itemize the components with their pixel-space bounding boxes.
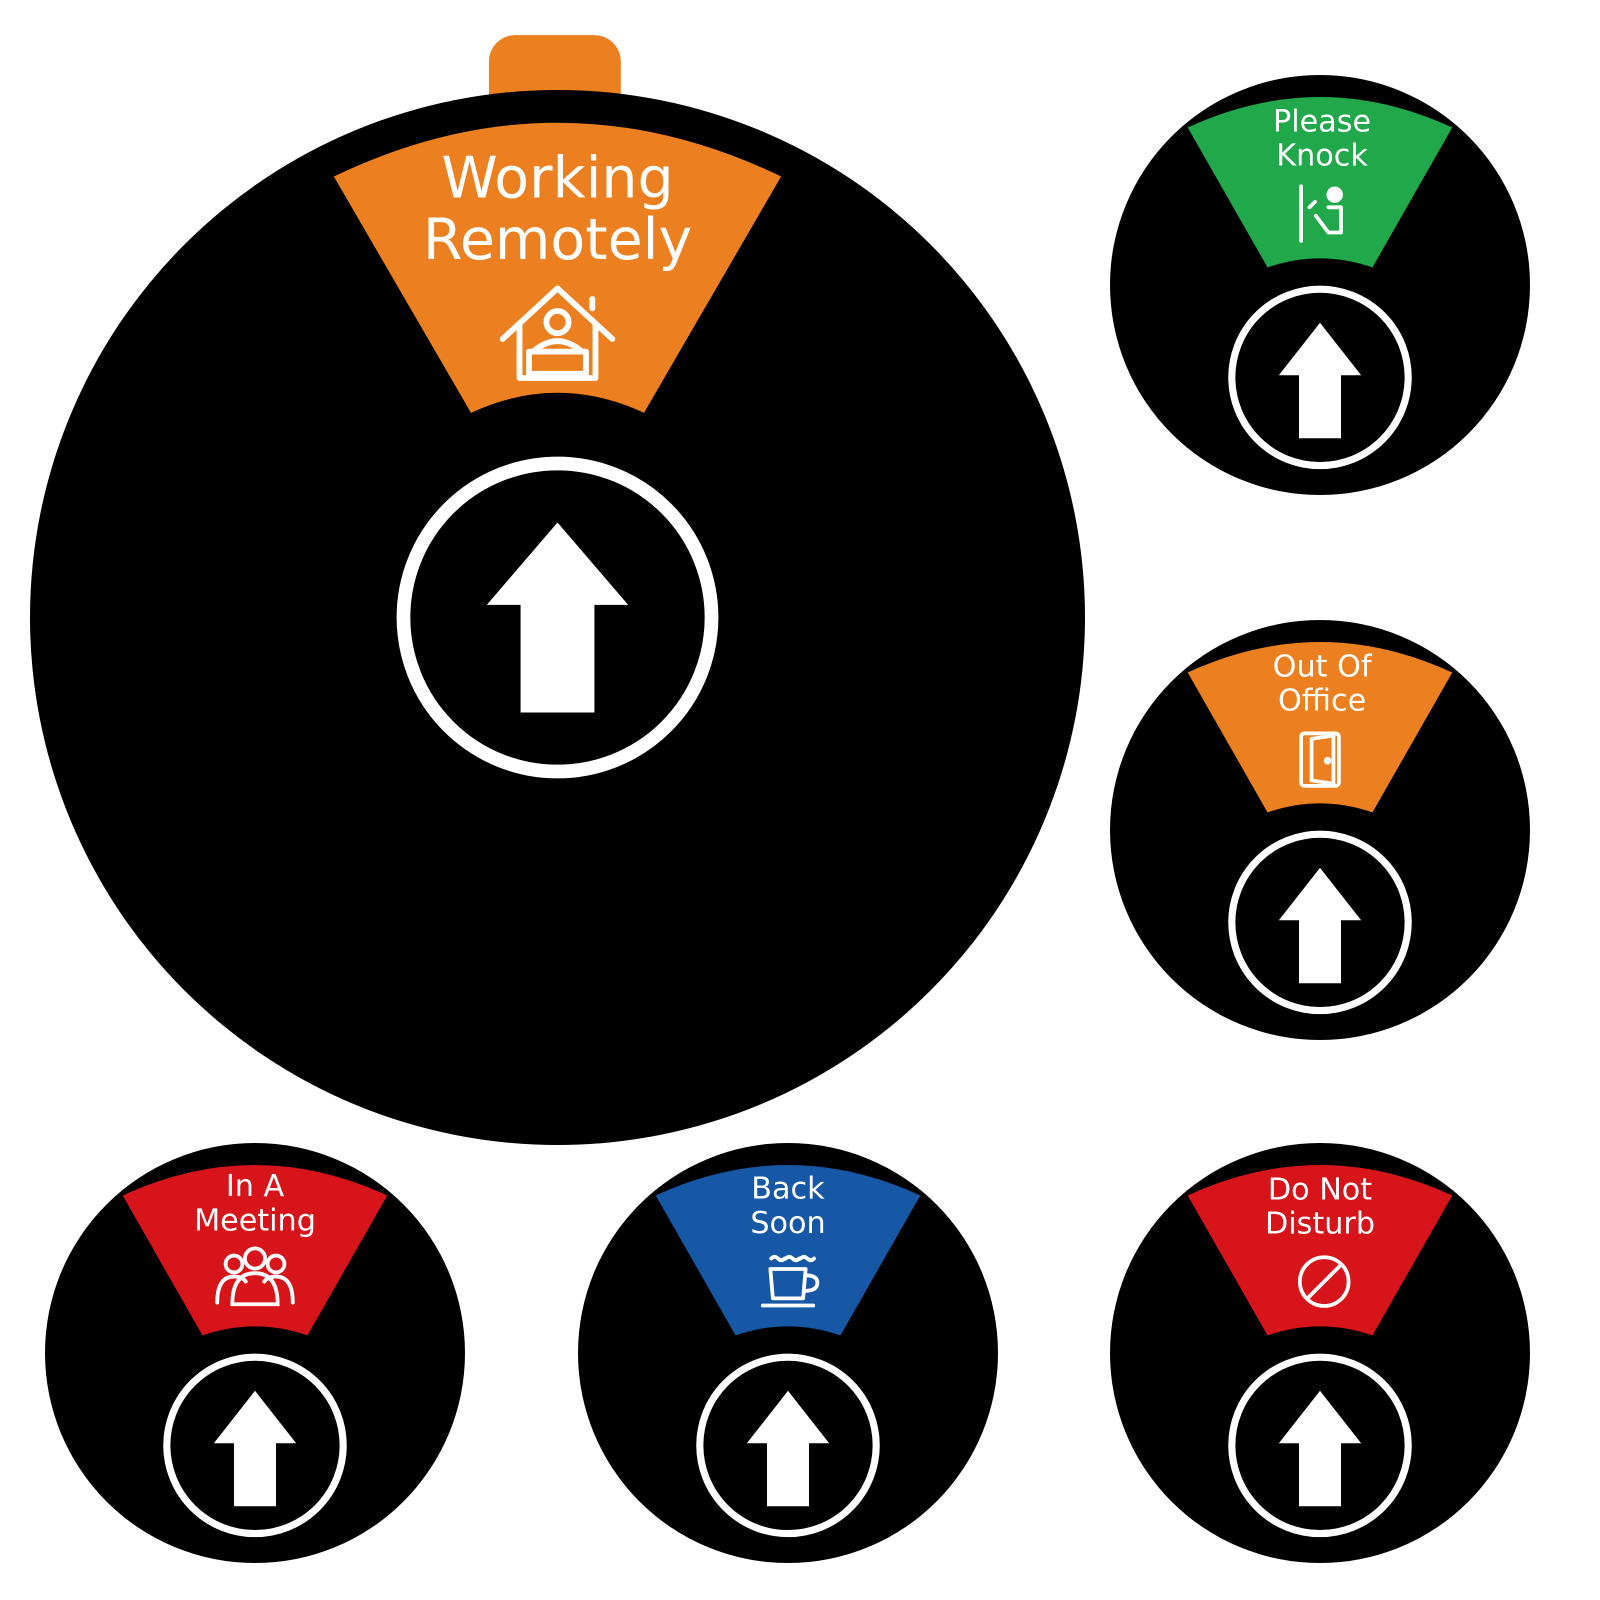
sign-label-line-1: Out Of [1273, 649, 1373, 684]
center-ring [163, 1353, 347, 1538]
center-ring [1228, 1353, 1412, 1538]
dial-disc [1110, 75, 1530, 495]
center-ring [696, 1353, 880, 1538]
window-wedge [1187, 97, 1453, 268]
center-ring [396, 456, 719, 779]
dial-please-knock[interactable]: Please Knock [1110, 75, 1530, 495]
sign-label-line-2: Office [1278, 684, 1366, 719]
coffee-cup-icon [760, 1254, 820, 1308]
dial-back-soon[interactable]: Back Soon [578, 1143, 998, 1563]
arrow-up-icon [486, 522, 629, 713]
dial-disc [1110, 1143, 1530, 1563]
center-ring [1228, 285, 1412, 470]
dial-disc [45, 1143, 465, 1563]
arrow-up-icon [1278, 322, 1362, 439]
sign-label-line-2: Meeting [194, 1203, 316, 1238]
sign-label-line-2: Knock [1276, 139, 1368, 174]
dial-disc [578, 1143, 998, 1563]
arrow-up-icon [1278, 867, 1362, 984]
dial-disc [1110, 620, 1530, 1040]
window-wedge [333, 122, 782, 413]
center-ring [1228, 830, 1412, 1015]
window-wedge [1187, 1165, 1453, 1336]
arrow-up-icon [213, 1390, 297, 1507]
sign-label-line-2: Remotely [423, 207, 692, 273]
window-wedge [1187, 642, 1453, 813]
sign-label-line-1: Do Not [1268, 1172, 1372, 1207]
window-wedge [655, 1165, 921, 1336]
dial-working-remotely[interactable]: Working Remotely [30, 35, 1085, 1145]
sign-label-line-1: Back [751, 1171, 825, 1206]
prohibited-icon [1297, 1255, 1351, 1308]
home-office-icon [499, 285, 616, 381]
door-icon [1299, 731, 1341, 788]
people-icon [215, 1246, 295, 1307]
arrow-up-icon [746, 1390, 830, 1507]
sign-label-line-1: Working [441, 146, 673, 212]
arrow-up-icon [1278, 1390, 1362, 1507]
sign-label-line-2: Soon [750, 1206, 825, 1241]
knock-icon [1299, 184, 1343, 243]
dial-in-a-meeting[interactable]: In A Meeting [45, 1143, 465, 1563]
dial-do-not-disturb[interactable]: Do Not Disturb [1110, 1143, 1530, 1563]
dial-out-of-office[interactable]: Out Of Office [1110, 620, 1530, 1040]
sign-label-line-1: Please [1273, 104, 1371, 139]
sign-label-line-1: In A [226, 1169, 285, 1204]
sign-label-line-2: Disturb [1265, 1207, 1375, 1242]
